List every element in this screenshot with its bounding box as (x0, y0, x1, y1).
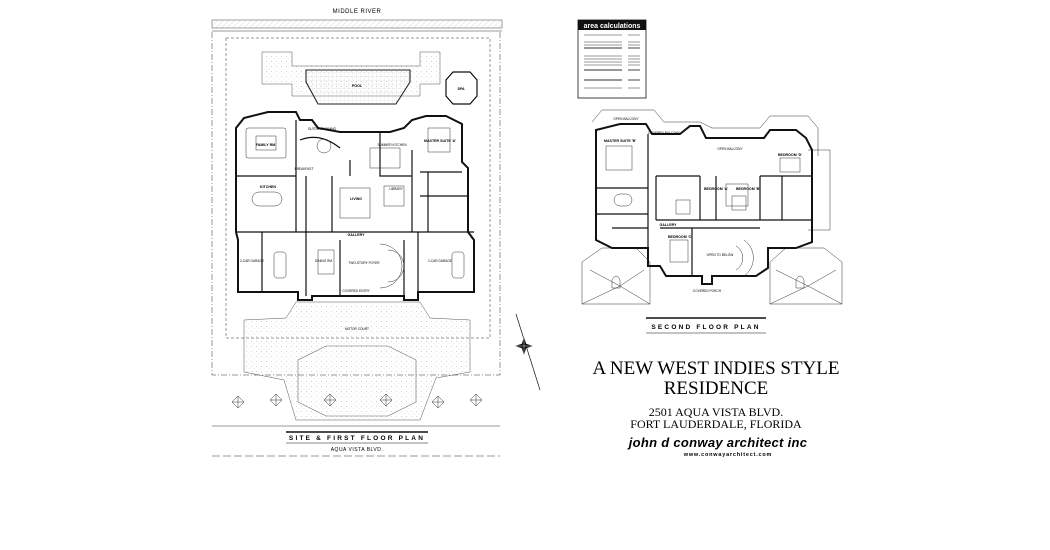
bedroom-d-label: BEDROOM 'D' (778, 153, 802, 157)
bedroom-a-label: BEDROOM 'A' (704, 187, 728, 191)
site-plan-title: SITE & FIRST FLOOR PLAN (289, 435, 425, 442)
foyer-label: TWO-STORY FOYER (348, 261, 380, 265)
river-label: MIDDLE RIVER (333, 9, 382, 15)
area-calculations-table: area calculations (577, 19, 647, 99)
area-table-rows (584, 34, 640, 89)
open-to-below-label: OPEN TO BELOW (707, 253, 734, 257)
kitchen-label: KITCHEN (260, 185, 276, 189)
second-floor-walls (596, 134, 812, 276)
master-suite-a-label: MASTER SUITE 'A' (424, 139, 456, 143)
breakfast-label: BREAKFAST (295, 167, 314, 171)
open-balcony-label: OPEN BALCONY (613, 117, 639, 121)
roof-right (769, 247, 843, 305)
outdoor-dining-label: OUTDOOR DINING (308, 127, 337, 131)
second-floor-outline (595, 123, 813, 285)
motor-court-paving (297, 345, 417, 417)
spa (445, 71, 478, 105)
seawall (211, 19, 503, 29)
family-room-label: FAMILY RM. (256, 143, 276, 147)
second-floor-furniture (605, 145, 801, 277)
bedroom-c-label: BEDROOM 'C' (668, 235, 692, 239)
garage-left-label: 2-CAR GARAGE (240, 259, 264, 263)
garage-right-label: 2-CAR GARAGE (428, 259, 452, 263)
gallery-2f-label: GALLERY (659, 223, 677, 227)
motor-court (243, 301, 471, 421)
project-title-line2: RESIDENCE (664, 378, 769, 399)
living-label: LIVING (350, 197, 362, 201)
project-title-block: A NEW WEST INDIES STYLE RESIDENCE 2501 A… (593, 358, 840, 458)
roof-right-upper (808, 149, 831, 231)
upper-open-balcony-label: OPEN BALCONY (717, 147, 743, 151)
master-suite-b-label: MASTER SUITE 'B' (604, 139, 636, 143)
second-floor-plan-title: SECOND FLOOR PLAN (651, 324, 760, 331)
project-title-line1: A NEW WEST INDIES STYLE (593, 358, 840, 379)
summer-kitchen-label: SUMMER KITCHEN (377, 143, 407, 147)
first-floor-furniture (245, 127, 465, 289)
covered-balcony-label: COVERED BALCONY (648, 131, 681, 135)
landscape-palms (231, 393, 483, 409)
pool (305, 69, 411, 105)
covered-porch-label: COVERED PORCH (693, 289, 722, 293)
firm-name: john d conway architect inc (627, 435, 808, 450)
compass-rose-icon (515, 313, 541, 391)
address-line1: 2501 AQUA VISTA BLVD. (649, 405, 783, 419)
bedroom-b-label: BEDROOM 'B' (736, 187, 760, 191)
pool-label: POOL (352, 84, 363, 88)
motor-court-label: MOTOR COURT (345, 327, 369, 331)
site-first-floor-plan: MIDDLE RIVER POOL SPA (211, 9, 503, 457)
address-line2: FORT LAUDERDALE, FLORIDA (630, 417, 802, 431)
area-calculations-heading: area calculations (584, 23, 641, 30)
spa-label: SPA (457, 87, 465, 91)
firm-website: www.conwayarchitect.com (683, 452, 773, 458)
dining-room-label: DINING RM. (315, 259, 333, 263)
street-label: AQUA VISTA BLVD. (331, 447, 384, 453)
second-floor-plan: OPEN BALCONY COVERED BALCONY OPEN BALCON… (581, 109, 843, 334)
covered-entry-label: COVERED ENTRY (342, 289, 370, 293)
balconies-outline (591, 109, 819, 156)
gallery-label: GALLERY (347, 233, 365, 237)
library-label: LIBRARY (389, 187, 403, 191)
